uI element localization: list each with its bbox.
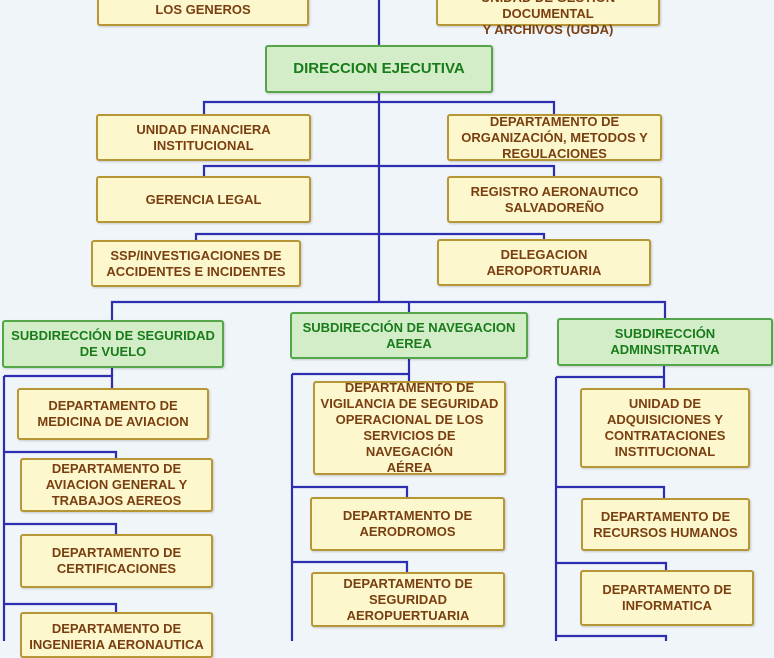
acquisitions-unit-label: UNIDAD DE ADQUISICIONES Y CONTRATACIONES… <box>604 396 726 459</box>
connector-line <box>379 232 546 239</box>
connector-line <box>202 164 379 176</box>
genero-unit-label: LOS GENEROS <box>155 2 251 17</box>
human-resources-department-box[interactable]: DEPARTAMENTO DE RECURSOS HUMANOS <box>581 498 750 551</box>
connector-line <box>379 164 556 176</box>
ssp-investigations-label: SSP/INVESTIGACIONES DE ACCIDENTES E INCI… <box>106 247 286 279</box>
genero-unit-box[interactable]: LOS GENEROS <box>97 0 309 26</box>
aeronautical-registry-box[interactable]: REGISTRO AERONAUTICO SALVADOREÑO <box>447 176 662 223</box>
flight-safety-subdirection-box[interactable]: SUBDIRECCIÓN DE SEGURIDAD DE VUELO <box>2 320 224 368</box>
aerodromes-department-label: DEPARTAMENTO DE AERODROMOS <box>342 508 473 539</box>
connector-line <box>292 485 409 497</box>
navigation-safety-oversight-department-box[interactable]: DEPARTAMENTO DE VIGILANCIA DE SEGURIDAD … <box>313 380 506 475</box>
connector-line <box>379 100 556 114</box>
administrative-subdirection-label: SUBDIRECCIÓN ADMINSITRATIVA <box>610 326 720 357</box>
aeronautical-engineering-department-label: DEPARTAMENTO DE INGENIERIA AERONAUTICA <box>29 621 204 652</box>
connector-line <box>4 450 118 458</box>
connector-line <box>556 485 666 498</box>
organization-department-box[interactable]: DEPARTAMENTO DE ORGANIZACIÓN, METODOS Y … <box>447 114 662 161</box>
connector-line <box>202 100 379 114</box>
airport-delegation-label: DELEGACION AEROPORTUARIA <box>486 246 602 278</box>
executive-direction-label: DIRECCION EJECUTIVA <box>293 60 465 77</box>
connector-line <box>556 375 666 388</box>
ugda-unit-box[interactable]: UNIDAD DE GESTION DOCUMENTAL Y ARCHIVOS … <box>436 0 660 37</box>
legal-management-box[interactable]: GERENCIA LEGAL <box>96 176 311 223</box>
general-aviation-department-label: DEPARTAMENTO DE AVIACION GENERAL Y TRABA… <box>45 461 188 508</box>
connector-lines <box>2 0 668 641</box>
finance-unit-box[interactable]: UNIDAD FINANCIERA INSTITUCIONAL <box>96 114 311 161</box>
connector-line <box>4 374 114 388</box>
connector-line <box>556 634 668 641</box>
aeronautical-registry-label: REGISTRO AERONAUTICO SALVADOREÑO <box>470 183 639 215</box>
ugda-unit-label: UNIDAD DE GESTION DOCUMENTAL Y ARCHIVOS … <box>481 0 615 37</box>
informatics-department-box[interactable]: DEPARTAMENTO DE INFORMATICA <box>580 570 754 626</box>
connector-line <box>194 232 379 240</box>
connector-line <box>292 372 411 381</box>
aviation-medicine-department-label: DEPARTAMENTO DE MEDICINA DE AVIACION <box>37 398 189 429</box>
connector-line <box>292 560 409 572</box>
organization-department-label: DEPARTAMENTO DE ORGANIZACIÓN, METODOS Y … <box>461 113 648 161</box>
airport-delegation-box[interactable]: DELEGACION AEROPORTUARIA <box>437 239 651 286</box>
administrative-subdirection-box[interactable]: SUBDIRECCIÓN ADMINSITRATIVA <box>557 318 773 366</box>
acquisitions-unit-box[interactable]: UNIDAD DE ADQUISICIONES Y CONTRATACIONES… <box>580 388 750 468</box>
finance-unit-label: UNIDAD FINANCIERA INSTITUCIONAL <box>136 121 271 153</box>
aeronautical-engineering-department-box[interactable]: DEPARTAMENTO DE INGENIERIA AERONAUTICA <box>20 612 213 658</box>
navigation-safety-oversight-department-label: DEPARTAMENTO DE VIGILANCIA DE SEGURIDAD … <box>320 380 499 475</box>
flight-safety-subdirection-label: SUBDIRECCIÓN DE SEGURIDAD DE VUELO <box>11 328 215 359</box>
executive-direction-box[interactable]: DIRECCION EJECUTIVA <box>265 45 493 93</box>
air-navigation-subdirection-box[interactable]: SUBDIRECCIÓN DE NAVEGACION AEREA <box>290 312 528 359</box>
connector-line <box>556 561 668 570</box>
airport-security-department-box[interactable]: DEPARTAMENTO DE SEGURIDAD AEROPUERTUARIA <box>311 572 505 627</box>
general-aviation-department-box[interactable]: DEPARTAMENTO DE AVIACION GENERAL Y TRABA… <box>20 458 213 512</box>
airport-security-department-label: DEPARTAMENTO DE SEGURIDAD AEROPUERTUARIA <box>343 575 473 623</box>
certifications-department-label: DEPARTAMENTO DE CERTIFICACIONES <box>51 545 182 576</box>
air-navigation-subdirection-label: SUBDIRECCIÓN DE NAVEGACION AEREA <box>302 319 516 351</box>
human-resources-department-label: DEPARTAMENTO DE RECURSOS HUMANOS <box>593 508 738 540</box>
certifications-department-box[interactable]: DEPARTAMENTO DE CERTIFICACIONES <box>20 534 213 588</box>
connector-line <box>110 300 667 320</box>
informatics-department-label: DEPARTAMENTO DE INFORMATICA <box>602 582 732 613</box>
legal-management-label: GERENCIA LEGAL <box>145 191 262 207</box>
connector-line <box>4 522 118 534</box>
aerodromes-department-box[interactable]: DEPARTAMENTO DE AERODROMOS <box>310 497 505 551</box>
connector-line <box>4 602 118 612</box>
ssp-investigations-box[interactable]: SSP/INVESTIGACIONES DE ACCIDENTES E INCI… <box>91 240 301 287</box>
aviation-medicine-department-box[interactable]: DEPARTAMENTO DE MEDICINA DE AVIACION <box>17 388 209 440</box>
